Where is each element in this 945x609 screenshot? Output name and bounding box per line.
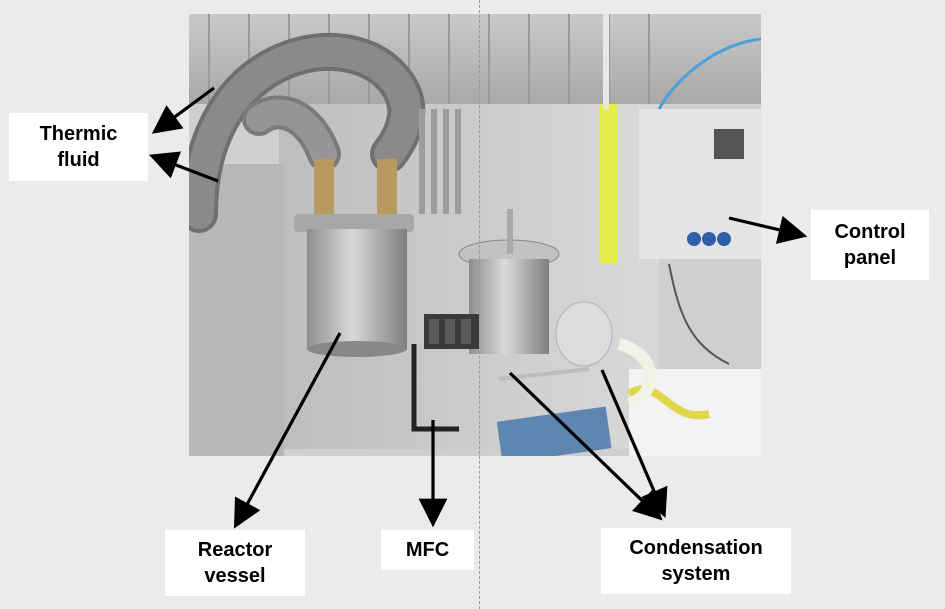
label-condensation-system: Condensation system	[601, 528, 791, 594]
label-reactor-vessel-line2: vessel	[204, 565, 266, 587]
arrow-condensation-left	[508, 371, 663, 521]
label-mfc: MFC	[381, 530, 474, 570]
label-control-panel-line2: panel	[843, 247, 897, 269]
label-condensation-system-line2: system	[661, 563, 731, 585]
arrow-reactor-vessel	[233, 332, 342, 529]
lab-apparatus-photo	[189, 14, 761, 456]
arrow-condensation-right	[600, 369, 668, 518]
label-thermic-fluid-line1: Thermic	[39, 123, 118, 145]
label-thermic-fluid-line2: fluid	[57, 149, 100, 171]
label-mfc-line1: MFC	[405, 539, 450, 561]
label-control-panel-line1: Control	[834, 221, 906, 243]
arrow-control-panel	[728, 215, 808, 244]
label-reactor-vessel-line1: Reactor	[197, 539, 273, 561]
label-condensation-system-line1: Condensation	[629, 537, 763, 559]
label-thermic-fluid: Thermic fluid	[9, 113, 148, 181]
label-reactor-vessel: Reactor vessel	[165, 530, 305, 596]
arrow-thermic-fluid-lower	[149, 151, 219, 183]
arrow-thermic-fluid-upper	[151, 86, 215, 134]
label-control-panel: Control panel	[811, 210, 929, 280]
vertical-divider	[479, 0, 480, 609]
